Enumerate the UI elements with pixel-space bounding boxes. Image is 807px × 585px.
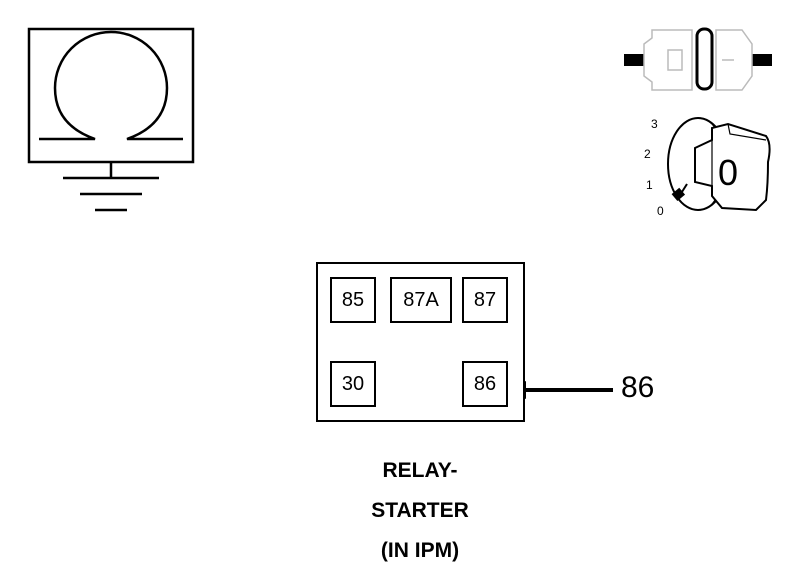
relay-pin-86: 86 — [462, 361, 508, 407]
ignition-position-0: 0 — [657, 204, 664, 218]
ignition-position-2: 2 — [644, 147, 651, 161]
relay-pin-30: 30 — [330, 361, 376, 407]
relay-pin-87a: 87A — [390, 277, 452, 323]
relay-pin-87: 87 — [462, 277, 508, 323]
pin-callout-label: 86 — [621, 371, 655, 404]
inline-connector-icon — [624, 27, 772, 91]
omega-ground-icon — [27, 27, 195, 212]
ignition-position-3: 3 — [651, 117, 658, 131]
ignition-key-label: 0 — [718, 152, 739, 193]
relay-caption-line-2: STARTER — [371, 499, 469, 522]
relay-caption-line-1: RELAY- — [382, 459, 458, 482]
ignition-key-icon — [667, 117, 771, 212]
relay-caption-line-3: (IN IPM) — [380, 539, 460, 562]
ignition-position-1: 1 — [646, 178, 653, 192]
relay-pin-85: 85 — [330, 277, 376, 323]
